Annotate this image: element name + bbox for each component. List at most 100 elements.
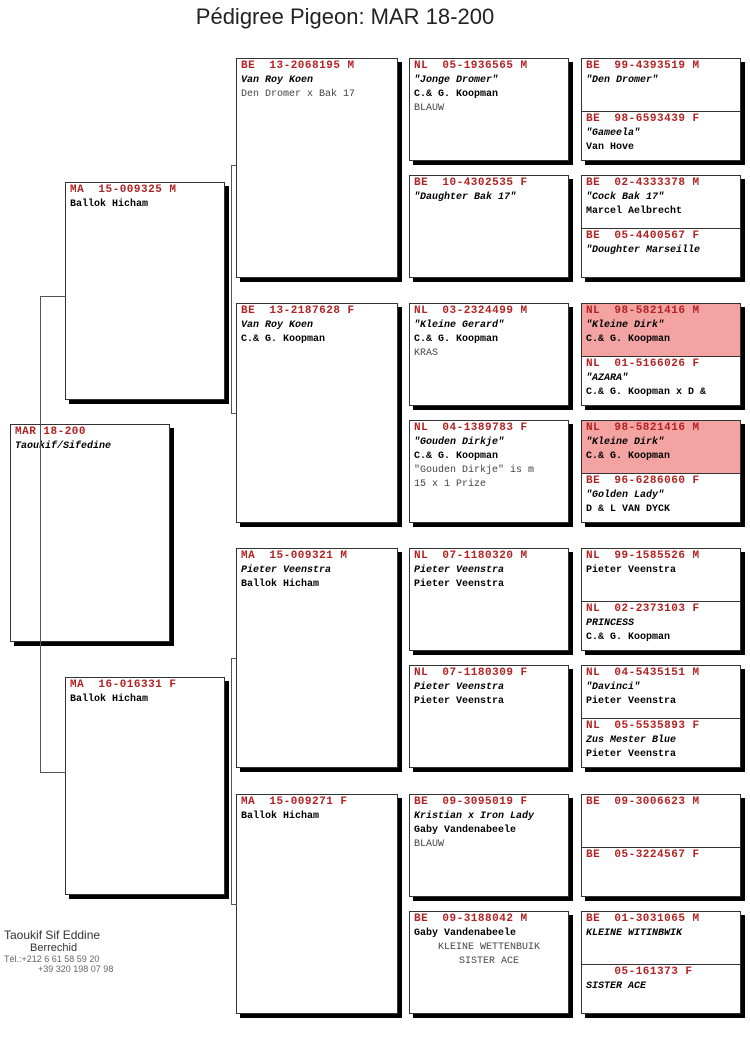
owner-phone-1: Tél.:+212 6 61 58 59 20 (4, 954, 100, 964)
pigeon-info-line: SISTER ACE (586, 980, 647, 992)
pigeon-entry-dam: BE 05-3224567 F (582, 846, 740, 897)
pigeon-info-line: Marcel Aelbrecht (586, 206, 683, 217)
ring-number: BE 09-3188042 M (414, 913, 528, 925)
pigeon-info-line: "Gouden Dirkje" is m (414, 465, 535, 476)
pigeon-info-line: Van Roy Koen (241, 75, 314, 86)
pigeon-info-line: C.& G. Koopman (241, 334, 326, 345)
ring-number: BE 09-3095019 F (414, 796, 528, 808)
ring-number: NL 05-5535893 F (586, 719, 700, 732)
pigeon-info-line: "Cock Bak 17" (586, 192, 665, 203)
owner-phone-2: +39 320 198 07 98 (38, 964, 114, 974)
pigeon-card-gg2: BE 10-4302535 F "Daughter Bak 17" (409, 175, 569, 278)
pigeon-entry: MA 15-009325 M Ballok Hicham (66, 183, 224, 399)
pigeon-card-ggg1: BE 99-4393519 M"Den Dromer"BE 98-6593439… (581, 58, 741, 161)
owner-city: Berrechid (30, 942, 78, 954)
pigeon-card-gg3: NL 03-2324499 M "Kleine Gerard" C.& G. Koo… (409, 303, 569, 406)
pigeon-info-line: C.& G. Koopman (586, 451, 671, 462)
pigeon-info-line: Pieter Veenstra (586, 696, 677, 707)
pigeon-entry-dam: BE 98-6593439 F"Gameela"Van Hove (582, 110, 740, 161)
pigeon-info-line: Pieter Veenstra (414, 696, 505, 707)
pigeon-info-line: BLAUW (414, 103, 445, 114)
ring-number: NL 01-5166026 F (586, 357, 700, 370)
ring-number: NL 03-2324499 M (414, 305, 528, 317)
pigeon-entry-dam: BE 96-6286060 F"Golden Lady"D & L VAN DY… (582, 472, 740, 523)
pigeon-info-line: Ballok Hicham (70, 199, 149, 210)
pigeon-info-line: Van Roy Koen (241, 320, 314, 331)
pigeon-info-line: "Kleine Dirk" (586, 437, 665, 448)
pigeon-entry: BE 01-3031065 M KLEINE WITINBWIK (582, 912, 740, 964)
ring-number: MA 16-016331 F (70, 679, 177, 691)
ring-number: NL 99-1585526 M (586, 550, 700, 562)
connector-subject-stub (40, 424, 41, 426)
pigeon-info-line: Pieter Veenstra (241, 565, 332, 576)
pigeon-info-line: Ballok Hicham (241, 579, 320, 590)
pigeon-entry: NL 98-5821416 M"Kleine Dirk"C.& G. Koopm… (582, 304, 740, 356)
pigeon-entry-dam: BE 05-4400567 F"Doughter Marseille (582, 227, 740, 278)
ring-number: NL 04-1389783 F (414, 422, 528, 434)
pigeon-info-line: Pieter Veenstra (414, 579, 505, 590)
pigeon-entry: NL 04-5435151 M"Davinci"Pieter Veenstra (582, 666, 740, 718)
ring-number: BE 96-6286060 F (586, 474, 700, 487)
ring-number: BE 05-3224567 F (586, 848, 700, 861)
pigeon-info-line: C.& G. Koopman (586, 334, 671, 345)
pigeon-info-line: "Daughter Bak 17" (414, 192, 517, 203)
ring-number: NL 98-5821416 M (586, 422, 700, 434)
ring-number: NL 98-5821416 M (586, 305, 700, 317)
pigeon-info-line: KLEINE WITINBWIK (586, 928, 683, 939)
pigeon-card-dam: MA 16-016331 F Ballok Hicham (65, 677, 225, 895)
pigeon-info-line: Den Dromer x Bak 17 (241, 89, 356, 100)
pigeon-entry: BE 02-4333378 M "Cock Bak 17" Marcel Aelbr… (582, 176, 740, 228)
pigeon-info-line: "Jonge Dromer" (414, 75, 499, 86)
owner-name: Taoukif Sif Eddine (4, 928, 101, 942)
pigeon-info-line: 15 x 1 Prize (414, 479, 487, 490)
pigeon-info-line: KLEINE WETTENBUIK (437, 942, 541, 953)
pigeon-info-line: PRINCESS (586, 617, 635, 629)
page-title: Pédigree Pigeon: MAR 18-200 (195, 4, 495, 29)
ring-number: MAR 18-200 (15, 426, 87, 438)
pigeon-card-ggg4: NL 98-5821416 M "Kleine Dirk" C.& G. Koopm… (581, 420, 741, 523)
pigeon-info-line: Ballok Hicham (70, 694, 149, 705)
pigeon-info-line: Zus Mester Blue (586, 734, 677, 746)
pigeon-info-line: Gaby Vandenabeele (414, 825, 517, 836)
owner-contact: Taoukif Sif Eddine Berrechid Tél.:+212 6… (4, 928, 113, 974)
pigeon-info-line: BLAUW (414, 839, 445, 850)
ring-number: 05-161373 F (586, 965, 693, 978)
ring-number: MA 15-009325 M (70, 184, 177, 196)
ring-number: BE 10-4302535 F (414, 177, 528, 189)
pigeon-entry: NL 03-2324499 M "Kleine Gerard" C.& G. Koo… (410, 304, 568, 405)
pigeon-card-ggg2: BE 02-4333378 M "Cock Bak 17" Marcel Aelbr… (581, 175, 741, 278)
ring-number: BE 01-3031065 M (586, 913, 700, 925)
pigeon-info-line: C.& G. Koopman (414, 451, 499, 462)
pigeon-info-line: C.& G. Koopman (414, 334, 499, 345)
pigeon-card-ggg3: NL 98-5821416 M"Kleine Dirk"C.& G. Koopm… (581, 303, 741, 406)
pigeon-info-line: C.& G. Koopman x D & (586, 386, 707, 398)
ring-number: BE 02-4333378 M (586, 177, 700, 189)
ring-number: NL 07-1180309 F (414, 667, 528, 679)
connector-subject (40, 296, 66, 773)
pigeon-info-line: SISTER ACE (458, 956, 519, 967)
pigeon-info-line: Pieter Veenstra (586, 748, 677, 760)
pigeon-info-line: "Kleine Gerard" (414, 320, 505, 331)
pigeon-info-line: Van Hove (586, 141, 635, 153)
ring-number: BE 13-2068195 M (241, 60, 355, 72)
ring-number: BE 13-2187628 F (241, 305, 355, 317)
connector-sire (231, 165, 237, 414)
ring-number: BE 99-4393519 M (586, 60, 700, 72)
pigeon-info-line: D & L VAN DYCK (586, 503, 671, 515)
